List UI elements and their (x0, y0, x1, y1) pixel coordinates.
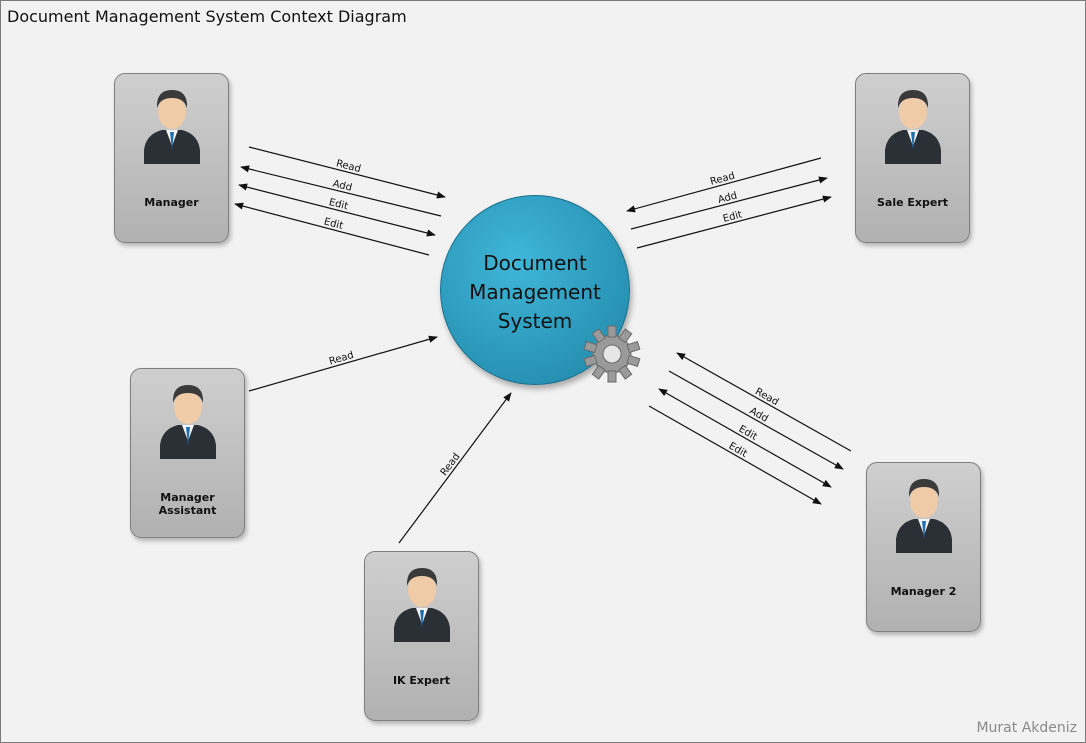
flow-arrow (648, 405, 822, 505)
flow-arrow (248, 335, 438, 392)
actor-label: IK Expert (392, 674, 451, 687)
flow-label: Add (332, 179, 353, 194)
author-credit: Murat Akdeniz (976, 720, 1077, 736)
user-icon (895, 479, 952, 553)
flow-arrow (630, 176, 828, 230)
system-label-line-3: System (497, 309, 573, 333)
actor-label: Manager 2 (890, 585, 957, 598)
actor-ik-expert: IK Expert (364, 551, 479, 721)
diagram-title: Document Management System Context Diagr… (7, 7, 407, 26)
flow-arrow (668, 370, 844, 470)
user-icon (159, 385, 216, 459)
flow-arrow (626, 157, 822, 213)
system-label-line-2: Management (469, 280, 601, 304)
actor-manager: Manager (114, 73, 229, 243)
flow-arrow (238, 183, 436, 237)
flow-label: Edit (722, 209, 744, 225)
flow-label: Edit (328, 197, 350, 212)
flow-arrow (636, 195, 832, 249)
flow-label: Edit (323, 216, 345, 232)
actor-label: Manager Assistant (158, 491, 217, 517)
user-icon (884, 90, 941, 164)
flow-arrow (234, 202, 430, 256)
actor-label: Manager (144, 196, 199, 209)
flow-label: Read (753, 386, 780, 408)
flow-arrow (398, 392, 512, 544)
system-label-line-1: Document (483, 251, 587, 275)
flow-label: Add (717, 190, 739, 206)
actor-label: Sale Expert (876, 196, 949, 209)
gear-icon (583, 325, 641, 383)
actor-manager-2: Manager 2 (866, 462, 981, 632)
actor-sale-expert: Sale Expert (855, 73, 970, 243)
flow-arrow (658, 388, 832, 488)
user-icon (143, 90, 200, 164)
user-icon (393, 568, 450, 642)
actor-manager-assistant: Manager Assistant (130, 368, 245, 538)
